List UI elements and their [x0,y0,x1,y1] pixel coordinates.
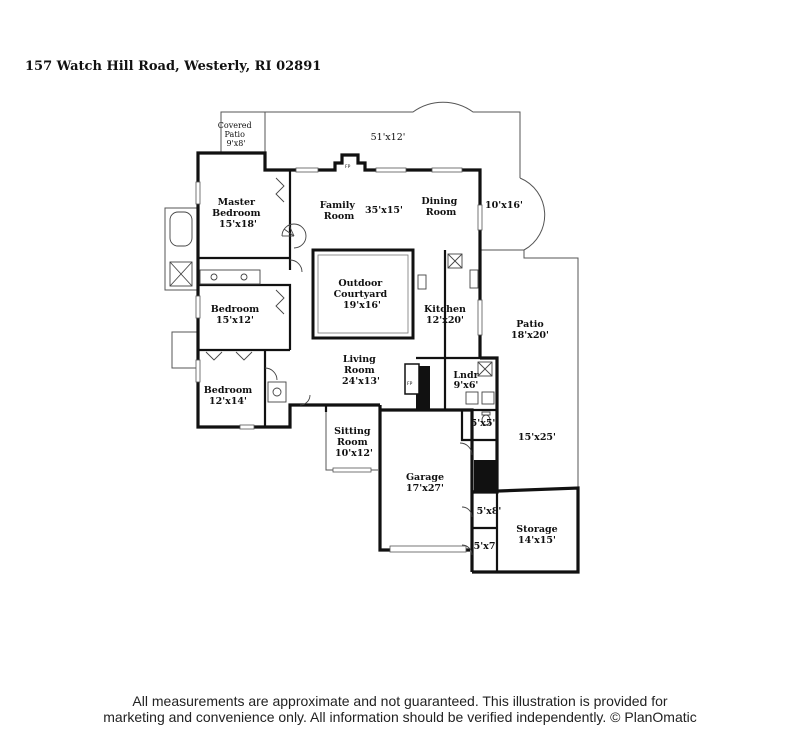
closet-5x7-dims: 5'x7' [474,541,499,552]
disclaimer-line-1: All measurements are approximate and not… [132,693,668,709]
garage-dims: 17'x27' [406,483,444,494]
svg-text:Master Bedroom 15': Master Bedroom 15'x18' [212,197,264,230]
svg-text:Sitting Room 10'x1: Sitting Room 10'x12' [334,426,374,459]
side-terrace-dims: 10'x16' [485,200,523,211]
disclaimer-line-2: marketing and convenience only. All info… [103,709,697,725]
bedroom-3-name: Bedroom [204,385,252,396]
master-bedroom-name-1: Master [218,197,256,208]
family-room-name-1: Family [320,200,356,211]
living-room-name-2: Room [344,365,375,376]
courtyard-dims: 19'x16' [343,300,381,311]
living-room-name-1: Living [343,354,376,365]
courtyard-outline [311,248,415,340]
laundry-dims: 9'x6' [454,380,479,391]
covered-patio-name-1: Covered [218,121,252,130]
svg-text:Dining Room: Dining Room [421,196,460,218]
bedroom-2-name: Bedroom [211,304,259,315]
dining-room-name-1: Dining [421,196,457,207]
storage-dims: 14'x15' [518,535,556,546]
courtyard-name-1: Outdoor [338,278,383,289]
storage-walls [471,486,580,574]
property-address: 157 Watch Hill Road, Westerly, RI 02891 [25,59,321,74]
svg-text:Outdoor Courtyard: Outdoor Courtyard 19'x16' [334,278,391,311]
master-bedroom-dims: 15'x18' [219,219,257,230]
sitting-room-dims: 10'x12' [335,448,373,459]
garage-name: Garage [406,472,444,483]
fireplace-marker-top: FP [345,164,351,170]
garage-walls [378,405,474,572]
svg-text:Covered Patio 9'x8: Covered Patio 9'x8' [218,121,254,148]
upper-terrace-dims: 51'x12' [371,132,406,143]
covered-patio-dims: 9'x8' [226,139,245,148]
bedroom-3-dims: 12'x14' [209,396,247,407]
svg-text:Family Room: Family Room [320,200,358,222]
laundry-name: Lndr [453,370,479,381]
fireplace-marker-living: FP [407,381,413,387]
kitchen-name: Kitchen [424,304,466,315]
master-bedroom-name-2: Bedroom [212,208,260,219]
room-labels: Covered Patio 9'x8' 51'x12' Master Bedro… [204,121,558,552]
sitting-room-name-2: Room [337,437,368,448]
disclaimer: All measurements are approximate and not… [0,693,800,725]
fixtures [169,177,495,556]
lower-terrace-dims: 15'x25' [518,432,556,443]
dining-room-name-2: Room [426,207,457,218]
sitting-room-name-1: Sitting [334,426,371,437]
kitchen-dims: 12'x20' [426,315,464,326]
svg-text:Living Room 24'x13: Living Room 24'x13' [342,354,380,387]
building-walls [196,151,499,494]
bedroom-2-dims: 15'x12' [216,315,254,326]
family-room-name-2: Room [324,211,355,222]
closet-5x8-dims: 5'x8' [477,506,502,517]
family-dining-dims: 35'x15' [365,205,403,216]
solid-blocks [404,363,497,492]
courtyard-name-2: Courtyard [334,289,388,300]
hall-5x5-dims: 5'x5' [471,418,496,429]
windows [195,167,483,473]
patio-name: Patio [516,319,543,330]
covered-patio-name-2: Patio [225,130,246,139]
storage-name: Storage [516,524,557,535]
floor-plan: 157 Watch Hill Road, Westerly, RI 02891 [25,59,580,574]
living-room-dims: 24'x13' [342,376,380,387]
patio-dims: 18'x20' [511,330,549,341]
